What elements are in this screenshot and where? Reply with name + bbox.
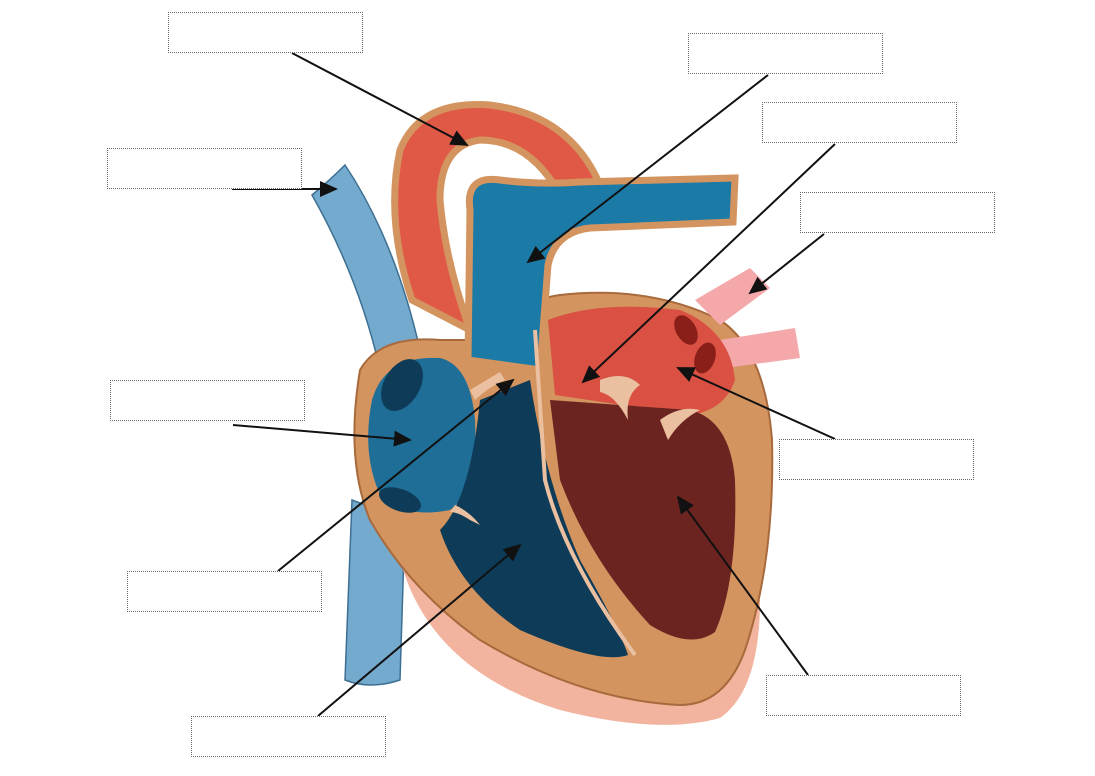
pulmonary-vein-lower (720, 328, 800, 368)
pulmonary-vein-opening (694, 342, 716, 374)
leader-line-10 (676, 495, 809, 676)
leader-line-6 (232, 424, 412, 447)
superior-vena-cava (311, 163, 421, 372)
leader-line-3 (526, 74, 769, 264)
left-ventricle (550, 400, 736, 640)
label-box-2[interactable] (107, 148, 302, 189)
leader-line-4 (581, 143, 836, 384)
label-box-3[interactable] (688, 33, 883, 74)
label-box-5[interactable] (800, 192, 995, 233)
pulmonary-vein-opening (674, 315, 698, 345)
leader-line-8 (277, 378, 515, 572)
leader-line-7 (676, 367, 836, 440)
label-box-8[interactable] (127, 571, 322, 612)
right-ventricle (440, 380, 628, 658)
svc-opening (381, 359, 423, 411)
aortic-valve (660, 408, 700, 440)
leader-line-5 (748, 233, 825, 295)
label-box-4[interactable] (762, 102, 957, 143)
leader-line-9 (317, 543, 522, 717)
label-box-7[interactable] (779, 439, 974, 480)
mitral-valve (600, 376, 640, 420)
label-box-1[interactable] (168, 12, 363, 53)
label-box-10[interactable] (766, 675, 961, 716)
label-box-9[interactable] (191, 716, 386, 757)
label-box-6[interactable] (110, 380, 305, 421)
leader-line-1 (291, 52, 469, 146)
tricuspid-valve (450, 505, 480, 525)
pulmonary-artery (464, 174, 739, 374)
septum (533, 329, 637, 657)
ivc-opening (378, 487, 422, 513)
leader-lines (232, 52, 836, 717)
